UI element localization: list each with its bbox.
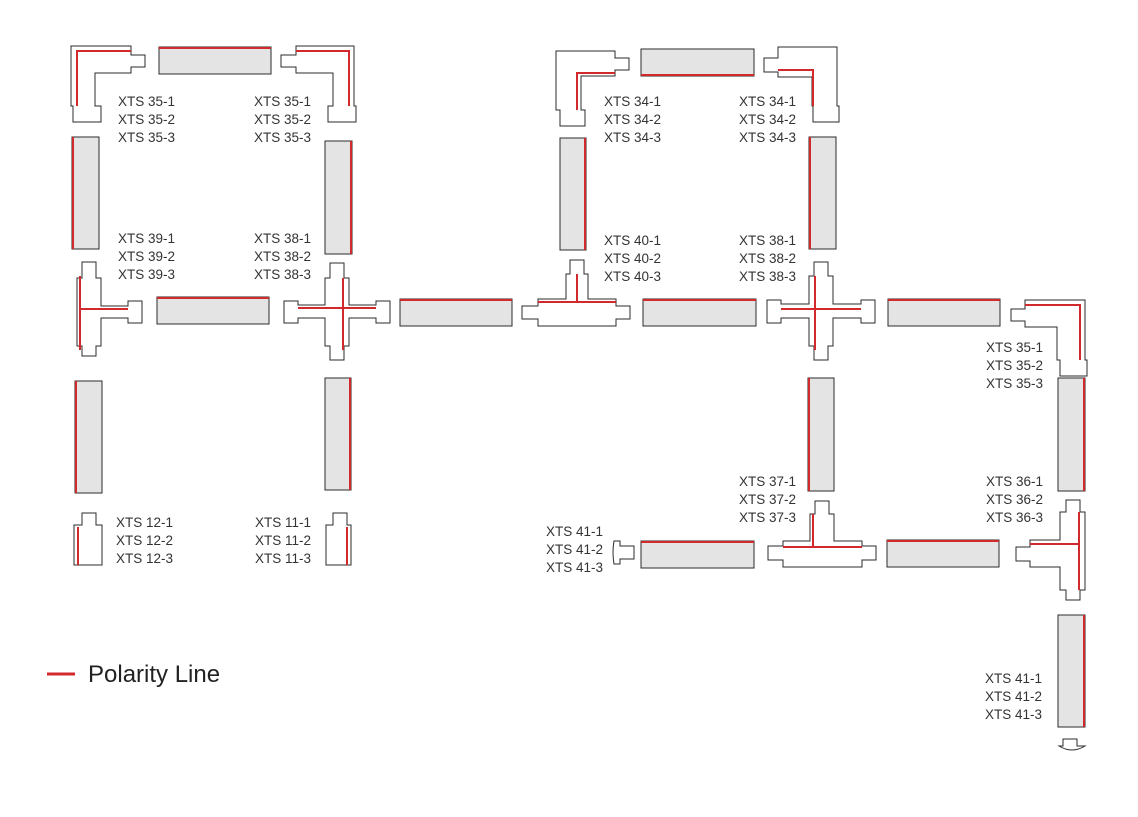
rail-bottom-b xyxy=(886,539,1000,568)
label-line: XTS 40-2 xyxy=(604,251,661,266)
label-line: XTS 39-1 xyxy=(118,231,175,246)
t-connector-right-side xyxy=(1015,499,1086,601)
label-line: XTS 37-2 xyxy=(739,492,796,507)
label-group-g1: XTS 35-1 XTS 35-2 XTS 35-3 xyxy=(118,94,175,145)
label-group-g11: XTS 35-1 XTS 35-2 XTS 35-3 xyxy=(986,340,1043,391)
label-line: XTS 38-1 xyxy=(739,233,796,248)
t-connector-center xyxy=(521,259,631,327)
label-line: XTS 34-1 xyxy=(604,94,661,109)
label-line: XTS 41-3 xyxy=(985,707,1042,722)
label-line: XTS 11-1 xyxy=(255,515,311,530)
label-line: XTS 41-2 xyxy=(985,689,1042,704)
label-line: XTS 37-1 xyxy=(739,474,796,489)
label-line: XTS 38-2 xyxy=(254,249,311,264)
label-line: XTS 35-1 xyxy=(986,340,1043,355)
label-line: XTS 41-1 xyxy=(546,524,603,539)
label-line: XTS 36-1 xyxy=(986,474,1043,489)
label-line: XTS 41-2 xyxy=(546,542,603,557)
rail-far-right-upper xyxy=(1057,377,1086,492)
label-line: XTS 38-3 xyxy=(254,267,311,282)
label-group-g6: XTS 11-1 XTS 11-2 XTS 11-3 xyxy=(255,515,311,566)
rail-far-right-lower xyxy=(1057,614,1086,728)
x-connector-left-grid xyxy=(283,262,391,361)
label-group-g13: XTS 36-1 XTS 36-2 XTS 36-3 xyxy=(986,474,1043,525)
label-line: XTS 34-1 xyxy=(739,94,796,109)
label-group-g7: XTS 34-1 XTS 34-2 XTS 34-3 xyxy=(604,94,661,145)
label-line: XTS 35-1 xyxy=(118,94,175,109)
legend: Polarity Line xyxy=(47,661,220,688)
label-line: XTS 34-3 xyxy=(739,130,796,145)
label-line: XTS 38-3 xyxy=(739,269,796,284)
label-group-g2: XTS 35-1 XTS 35-2 XTS 35-3 xyxy=(254,94,311,145)
label-line: XTS 11-2 xyxy=(255,533,311,548)
rail-right-lower xyxy=(324,377,352,491)
label-line: XTS 41-1 xyxy=(985,671,1042,686)
x-connector-right-grid xyxy=(766,261,876,361)
label-line: XTS 36-3 xyxy=(986,510,1043,525)
label-group-g15: XTS 41-1 XTS 41-2 XTS 41-3 xyxy=(985,671,1042,722)
label-group-g10: XTS 38-1 XTS 38-2 XTS 38-3 xyxy=(739,233,796,284)
label-line: XTS 34-3 xyxy=(604,130,661,145)
label-group-g3: XTS 39-1 XTS 39-2 XTS 39-3 xyxy=(118,231,175,282)
label-group-g12: XTS 37-1 XTS 37-2 XTS 37-3 xyxy=(739,474,796,525)
label-line: XTS 36-2 xyxy=(986,492,1043,507)
l-connector-top-right xyxy=(280,45,357,123)
rail-top-right-grid xyxy=(640,48,755,77)
rail-top-left-grid xyxy=(158,46,272,75)
end-feed-left xyxy=(73,512,103,566)
rail-right-upper-2 xyxy=(808,136,837,250)
label-line: XTS 34-2 xyxy=(739,112,796,127)
label-line: XTS 12-1 xyxy=(116,515,173,530)
rail-middle-right-grid-b xyxy=(887,298,1001,327)
label-group-g9: XTS 40-1 XTS 40-2 XTS 40-3 xyxy=(604,233,661,284)
label-line: XTS 38-2 xyxy=(739,251,796,266)
l-connector-top-right-2 xyxy=(763,46,840,123)
label-line: XTS 35-3 xyxy=(986,376,1043,391)
rail-left-upper xyxy=(71,136,100,250)
rail-right-upper xyxy=(324,140,353,255)
label-line: XTS 35-2 xyxy=(986,358,1043,373)
label-line: XTS 12-2 xyxy=(116,533,173,548)
l-connector-top-left-2 xyxy=(555,50,630,127)
end-feed-right xyxy=(325,512,352,566)
t-connector-bottom xyxy=(767,500,877,568)
end-cap-bottom-left xyxy=(612,540,635,565)
label-group-g14: XTS 41-1 XTS 41-2 XTS 41-3 xyxy=(546,524,603,575)
label-line: XTS 39-2 xyxy=(118,249,175,264)
label-group-g4: XTS 38-1 XTS 38-2 XTS 38-3 xyxy=(254,231,311,282)
label-line: XTS 40-3 xyxy=(604,269,661,284)
rail-middle-right-grid-a xyxy=(642,298,757,327)
label-group-g8: XTS 34-1 XTS 34-2 XTS 34-3 xyxy=(739,94,796,145)
rail-center-lower xyxy=(807,377,835,492)
label-line: XTS 35-1 xyxy=(254,94,311,109)
label-line: XTS 12-3 xyxy=(116,551,173,566)
label-line: XTS 39-3 xyxy=(118,267,175,282)
label-line: XTS 35-3 xyxy=(118,130,175,145)
t-connector-left xyxy=(76,261,143,357)
l-connector-far-right xyxy=(1010,299,1088,377)
rail-bottom-a xyxy=(640,540,755,569)
label-line: XTS 37-3 xyxy=(739,510,796,525)
l-connector-top-left xyxy=(70,45,146,123)
rail-center-upper xyxy=(559,137,587,251)
end-cap-bottom xyxy=(1057,738,1087,751)
label-line: XTS 11-3 xyxy=(255,551,311,566)
label-group-g5: XTS 12-1 XTS 12-2 XTS 12-3 xyxy=(116,515,173,566)
label-line: XTS 40-1 xyxy=(604,233,661,248)
label-line: XTS 38-1 xyxy=(254,231,311,246)
rail-middle-left-grid xyxy=(156,296,270,325)
rail-bridge xyxy=(399,298,513,327)
label-line: XTS 41-3 xyxy=(546,560,603,575)
rail-left-lower xyxy=(74,380,103,494)
label-line: XTS 34-2 xyxy=(604,112,661,127)
legend-label: Polarity Line xyxy=(88,661,220,688)
label-line: XTS 35-3 xyxy=(254,130,311,145)
label-line: XTS 35-2 xyxy=(254,112,311,127)
label-line: XTS 35-2 xyxy=(118,112,175,127)
